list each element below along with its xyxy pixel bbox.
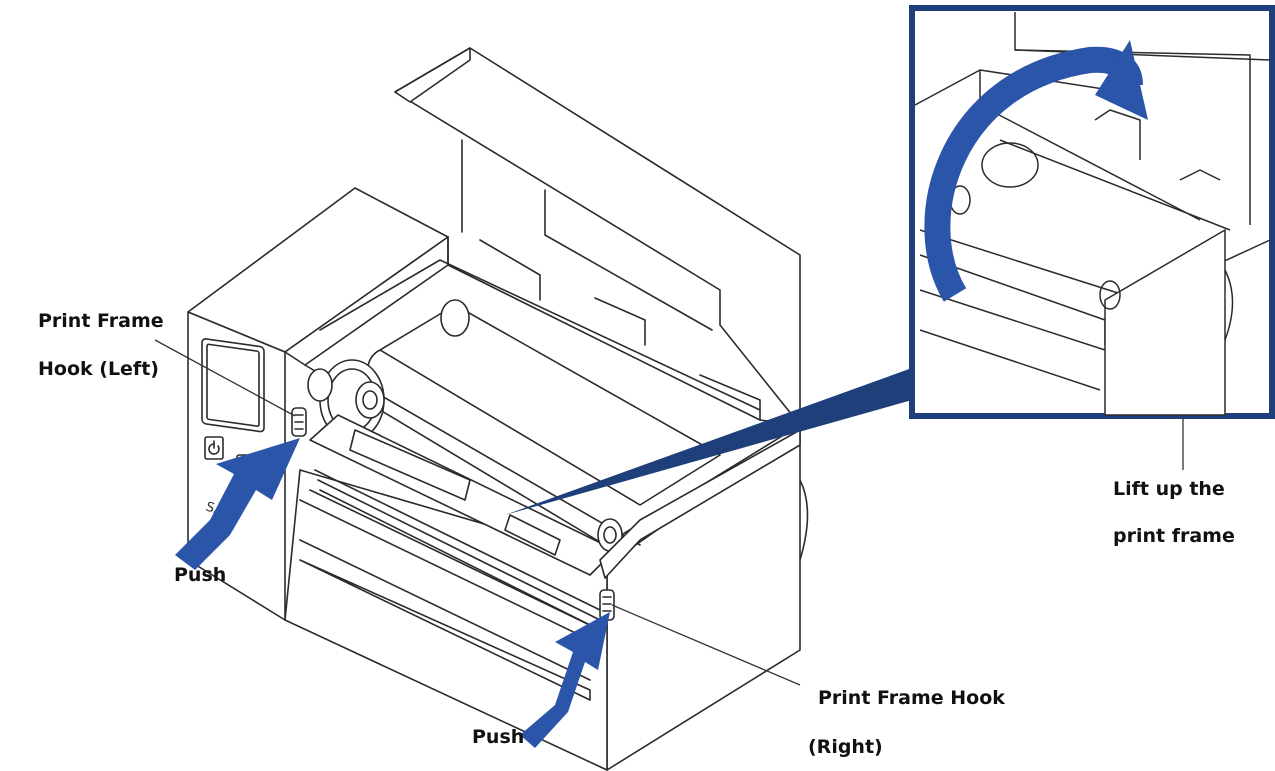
right-gear: [597, 429, 801, 579]
label-push-left: Push: [174, 564, 227, 586]
power-icon: [204, 436, 224, 460]
print-head-assembly: [309, 414, 616, 631]
leader-hook-right: [611, 604, 801, 686]
push-arrow-icon: [520, 612, 610, 748]
hook-left: [291, 407, 307, 437]
push-arrow-icon: [175, 438, 300, 570]
lift-curved-arrow-icon: [924, 40, 1148, 302]
label-push-right: Push: [472, 726, 525, 748]
label-hook-right-line2: (Right): [808, 736, 883, 758]
label-lift-line1: Lift up the: [1113, 478, 1225, 500]
inset-detail: [909, 5, 1275, 419]
label-hook-left-line1: Print Frame: [38, 310, 164, 332]
label-lift-line2: print frame: [1113, 525, 1235, 547]
ribbon-roll: [366, 299, 721, 546]
label-hook-left-line2: Hook (Left): [38, 358, 159, 380]
label-hook-right-line1: Print Frame Hook: [818, 687, 1005, 709]
callout-wedge: [505, 368, 912, 515]
leader-hook-left: [154, 339, 296, 417]
